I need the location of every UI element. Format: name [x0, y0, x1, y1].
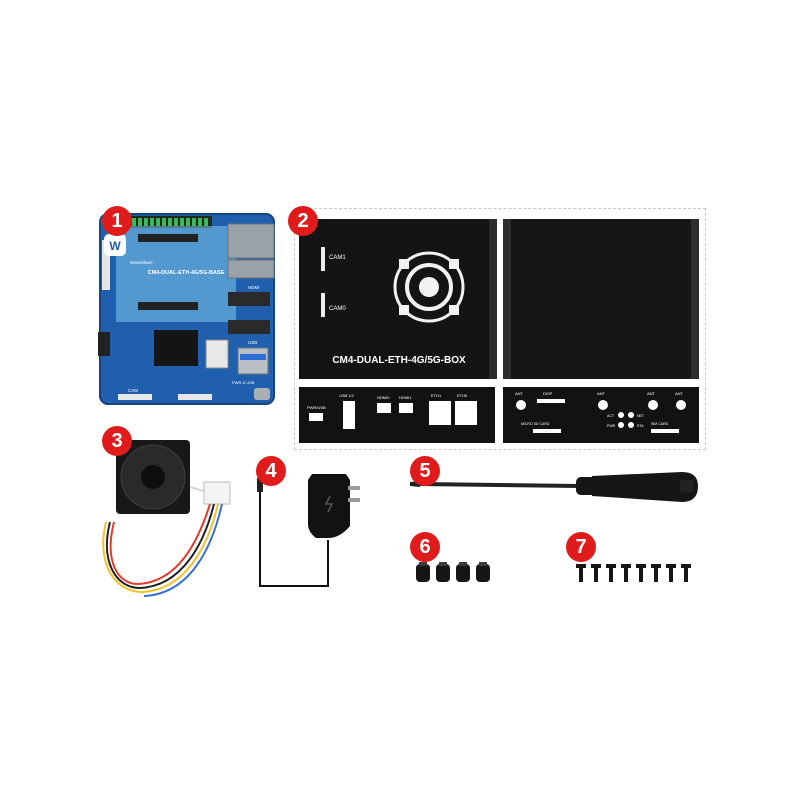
carrier-board-graphic: W CM4-DUAL-ETH-4G/5G-BASE Waveshare USB …	[98, 213, 275, 405]
back-pwr-label: PWR	[607, 424, 616, 428]
back-sta-label: STA	[637, 424, 644, 428]
callout-badge-3: 3	[102, 426, 132, 456]
callout-badge-2: 2	[288, 206, 318, 236]
screws-graphic	[576, 564, 691, 582]
bolt-icon	[324, 495, 334, 513]
power-adapter	[250, 466, 370, 596]
screwdriver-graphic	[410, 472, 698, 502]
case-cam0-label: CAM0	[329, 306, 346, 312]
metal-case-set: CAM1 CAM0 CM4-DUAL-ETH-4G/5G-BOX PWR/USB…	[294, 208, 706, 450]
board-model-label: CM4-DUAL-ETH-4G/5G-BASE	[148, 270, 225, 276]
standoffs	[410, 560, 510, 590]
metal-case-graphic: CAM1 CAM0 CM4-DUAL-ETH-4G/5G-BOX PWR/USB…	[299, 219, 699, 443]
back-sim-label: SIM CARD	[651, 422, 669, 426]
carrier-board: W CM4-DUAL-ETH-4G/5G-BASE Waveshare USB …	[98, 212, 278, 408]
brand-logo-icon: W	[109, 239, 121, 253]
board-pwr-label: PWR & USB	[232, 380, 255, 385]
cooling-fan-graphic	[102, 440, 231, 597]
standoffs-graphic	[416, 562, 490, 582]
callout-badge-7: 7	[566, 532, 596, 562]
power-adapter-graphic	[257, 474, 360, 587]
callout-badge-4: 4	[256, 456, 286, 486]
screws	[572, 560, 702, 588]
board-brand-label: Waveshare	[130, 260, 153, 265]
callout-badge-6: 6	[410, 532, 440, 562]
front-eth0-label: ETH0	[457, 393, 468, 398]
back-ant-c-label: ANT	[675, 391, 684, 396]
cooling-fan	[98, 432, 238, 602]
board-usb-label: USB	[248, 340, 257, 345]
back-micro-sd-label: MICRO SD CARD	[521, 422, 550, 426]
back-act-label: ACT	[607, 414, 615, 418]
board-cam-label: CAM	[128, 388, 138, 393]
callout-badge-5: 5	[410, 456, 440, 486]
back-ant-a-label: ANT	[597, 391, 606, 396]
front-pwr-label: PWR/USB	[307, 405, 326, 410]
back-ant-b-label: ANT	[647, 391, 656, 396]
case-model-label: CM4-DUAL-ETH-4G/5G-BOX	[332, 355, 466, 366]
screwdriver	[410, 462, 710, 516]
case-cam1-label: CAM1	[329, 255, 346, 261]
back-ant-left-label: ANT	[515, 391, 524, 396]
back-net-label: NET	[637, 414, 645, 418]
front-usb-label: USB 1/2	[339, 393, 355, 398]
front-hdmi1-label: HDMI1	[399, 395, 412, 400]
back-disp-label: DISP	[543, 391, 553, 396]
callout-badge-1: 1	[102, 206, 132, 236]
board-hdmi-label: HDMI	[248, 285, 260, 290]
front-hdmi0-label: HDMI0	[377, 395, 390, 400]
front-eth1-label: ETH1	[431, 393, 442, 398]
